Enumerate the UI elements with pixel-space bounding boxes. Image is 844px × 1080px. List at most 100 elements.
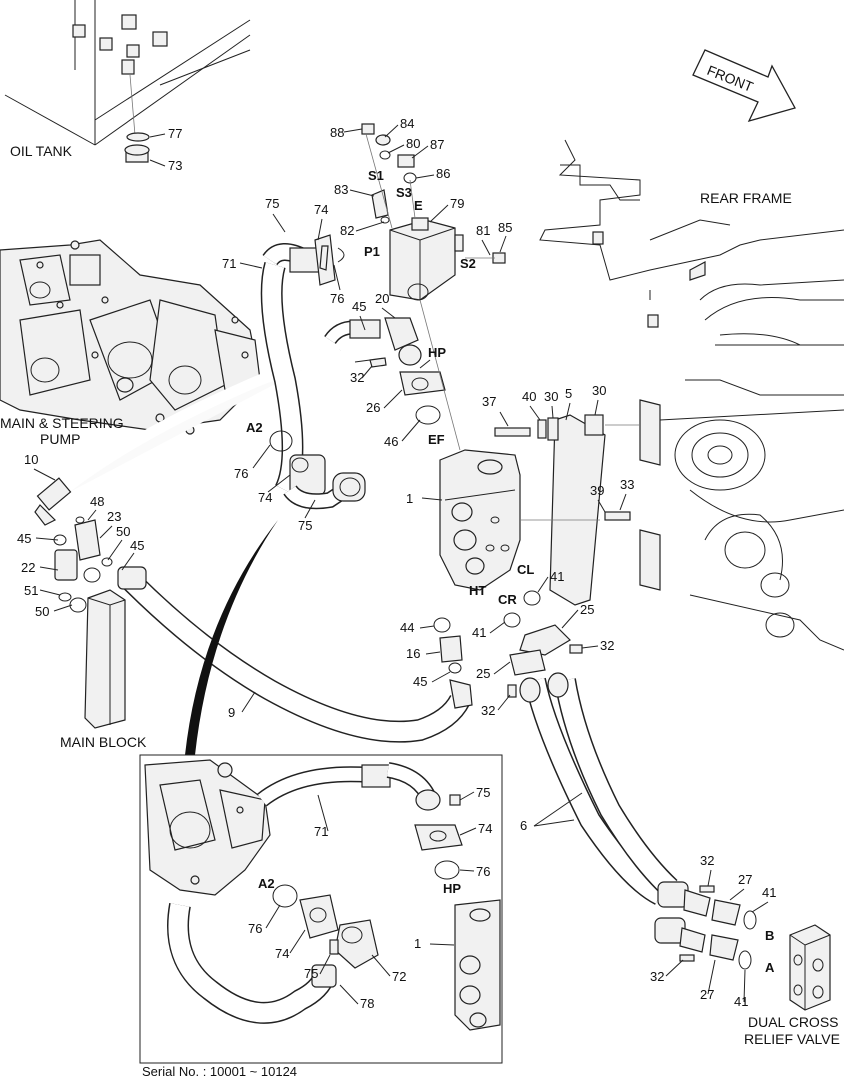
- part-number: 1: [414, 936, 421, 951]
- rear-frame: [539, 139, 844, 651]
- part-number: 86: [436, 166, 450, 181]
- port-label-e: E: [414, 198, 423, 213]
- part-number: 41: [550, 569, 564, 584]
- leader-lines: [33, 124, 769, 1005]
- main-steering-pump: [0, 239, 261, 435]
- port-label-a2-inset: A2: [258, 876, 275, 891]
- part-number: 88: [330, 125, 344, 140]
- part-number: 26: [366, 400, 380, 415]
- part-number: 1: [406, 491, 413, 506]
- part-number: 27: [738, 872, 752, 887]
- part-number: 33: [620, 477, 634, 492]
- part-number: 85: [498, 220, 512, 235]
- port-label-s2: S2: [460, 256, 476, 271]
- steering-valve-1: [439, 449, 521, 591]
- part-number: 45: [130, 538, 144, 553]
- part-number: 20: [375, 291, 389, 306]
- part-number: 76: [234, 466, 248, 481]
- part-number: 74: [314, 202, 328, 217]
- part-number: 76: [330, 291, 344, 306]
- part-number: 41: [762, 885, 776, 900]
- port-label-cr: CR: [498, 592, 517, 607]
- part-number: 75: [304, 966, 318, 981]
- part-number: 50: [116, 524, 130, 539]
- part-number: 71: [314, 824, 328, 839]
- part-number: 37: [482, 394, 496, 409]
- part-number: 25: [580, 602, 594, 617]
- part-number: 41: [734, 994, 748, 1009]
- part-number: 51: [24, 583, 38, 598]
- part-number: 48: [90, 494, 104, 509]
- part-number: 74: [258, 490, 272, 505]
- part-number: 75: [265, 196, 279, 211]
- part-number: 32: [650, 969, 664, 984]
- part-number: 32: [700, 853, 714, 868]
- part-number: 46: [384, 434, 398, 449]
- part-number: 9: [228, 705, 235, 720]
- part-number: 22: [21, 560, 35, 575]
- part-number: 27: [700, 987, 714, 1002]
- port-label-a: A: [765, 960, 775, 975]
- dual-cross-relief-valve: [789, 924, 831, 1011]
- part-number: 30: [544, 389, 558, 404]
- oil-tank-caption: OIL TANK: [10, 143, 73, 159]
- port-label-s1: S1: [368, 168, 384, 183]
- part-number: 5: [565, 386, 572, 401]
- part-number: 78: [360, 996, 374, 1011]
- part-number: 82: [340, 223, 354, 238]
- pump-caption-line1: MAIN & STEERING: [0, 415, 124, 431]
- part-number: 74: [478, 821, 492, 836]
- part-number: 74: [275, 946, 289, 961]
- port-label-s3: S3: [396, 185, 412, 200]
- port-label-b: B: [765, 928, 774, 943]
- part-number: 45: [17, 531, 31, 546]
- part-number: 75: [476, 785, 490, 800]
- port-label-hp: HP: [428, 345, 446, 360]
- part-number: 73: [168, 158, 182, 173]
- part-number: 39: [590, 483, 604, 498]
- part-number: 45: [352, 299, 366, 314]
- part-number: 25: [476, 666, 490, 681]
- part-number: 71: [222, 256, 236, 271]
- part-number: 72: [392, 969, 406, 984]
- part-number: 77: [168, 126, 182, 141]
- part-number: 76: [476, 864, 490, 879]
- part-number: 87: [430, 137, 444, 152]
- part-number: 10: [24, 452, 38, 467]
- part-number: 40: [522, 389, 536, 404]
- part-number: 30: [592, 383, 606, 398]
- valve-block-79: [319, 123, 506, 451]
- part-number: 23: [107, 509, 121, 524]
- part-number: 32: [600, 638, 614, 653]
- detail-inset: [139, 754, 503, 1064]
- oil-tank: [4, 0, 251, 163]
- port-label-cl: CL: [517, 562, 534, 577]
- main-block-caption: MAIN BLOCK: [60, 734, 147, 750]
- part-number: 76: [248, 921, 262, 936]
- port-label-p1: P1: [364, 244, 380, 259]
- part-number: 41: [472, 625, 486, 640]
- part-number: 83: [334, 182, 348, 197]
- port-label-hp-inset: HP: [443, 881, 461, 896]
- port-label-ef: EF: [428, 432, 445, 447]
- part-number: 32: [350, 370, 364, 385]
- part-number: 16: [406, 646, 420, 661]
- dual-cross-caption-line2: RELIEF VALVE: [744, 1031, 840, 1047]
- dual-cross-caption-line1: DUAL CROSS: [748, 1014, 839, 1030]
- part-number: 6: [520, 818, 527, 833]
- pump-caption-line2: PUMP: [40, 431, 80, 447]
- main-block: [53, 516, 126, 729]
- part-number: 81: [476, 223, 490, 238]
- part-number: 75: [298, 518, 312, 533]
- part-number: 44: [400, 620, 414, 635]
- serial-number: Serial No. : 10001 ~ 10124: [142, 1064, 297, 1079]
- part-number: 80: [406, 136, 420, 151]
- part-number: 50: [35, 604, 49, 619]
- port-label-ht: HT: [469, 583, 486, 598]
- part-number: 79: [450, 196, 464, 211]
- port-label-a2: A2: [246, 420, 263, 435]
- rear-frame-caption: REAR FRAME: [700, 190, 792, 206]
- part-number: 32: [481, 703, 495, 718]
- part-number: 45: [413, 674, 427, 689]
